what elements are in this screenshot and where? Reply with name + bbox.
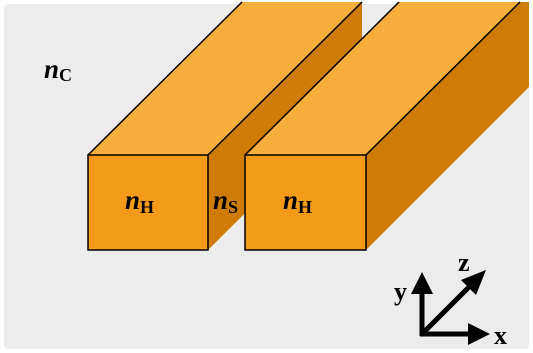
coordinate-axes: y z x [394, 248, 507, 350]
left-waveguide-edges [87, 1, 243, 156]
x-axis-label: x [494, 321, 507, 350]
right-waveguide-side-face [366, 2, 529, 250]
y-axis-label: y [394, 277, 407, 306]
z-axis-arrowhead [461, 270, 486, 295]
right-waveguide-edges [244, 1, 400, 156]
z-axis-label: z [458, 248, 470, 277]
right-core-label: nH [283, 185, 312, 217]
left-waveguide-front-face [87, 154, 209, 251]
z-axis-arrow [419, 284, 472, 337]
right-waveguide-edges-2 [365, 1, 521, 156]
left-core-label: nH [125, 185, 154, 217]
x-axis-arrowhead [468, 323, 490, 345]
y-axis-arrowhead [411, 272, 433, 294]
right-waveguide-front-face [244, 154, 367, 251]
left-waveguide-edges-2 [207, 1, 363, 156]
cladding-label: nC [44, 54, 72, 85]
right-waveguide [244, 1, 529, 251]
slot-label: nS [213, 185, 238, 217]
right-waveguide-top-face [245, 2, 520, 155]
left-waveguide-top-face [88, 2, 362, 155]
